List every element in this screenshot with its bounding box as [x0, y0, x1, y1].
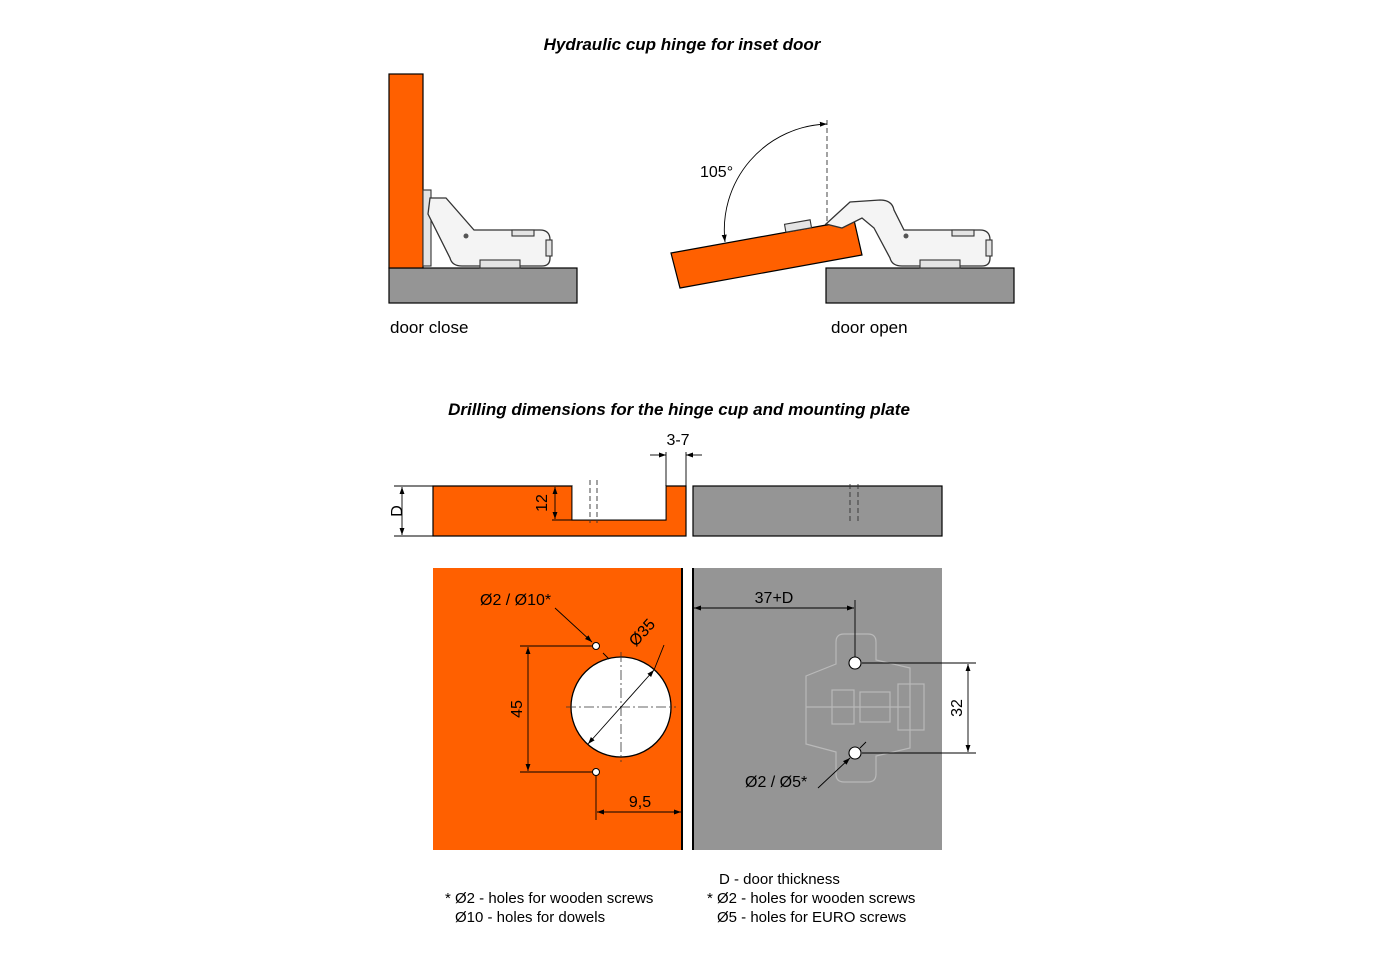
cup-depth-label: 12: [534, 494, 551, 512]
cabinet-section: [692, 485, 943, 537]
plate-hole-bottom: [848, 746, 862, 760]
legend-right-line2: Ø5 - holes for EURO screws: [717, 909, 906, 926]
legend-left-line2: Ø10 - holes for dowels: [455, 909, 605, 926]
legend-right-line1: * Ø2 - holes for wooden screws: [707, 890, 915, 907]
screw-hole-top: [592, 642, 600, 650]
angle-arc: [721, 121, 828, 243]
screw-hole-bottom: [592, 768, 600, 776]
hinge-open: [824, 199, 993, 269]
title-drilling: Drilling dimensions for the hinge cup an…: [448, 400, 910, 419]
caption-door-close: door close: [390, 318, 468, 337]
cup-diameter-line: [587, 669, 655, 745]
angle-label: 105°: [700, 164, 733, 181]
plate-holes-label: Ø2 / Ø5*: [745, 774, 807, 791]
title-hinge: Hydraulic cup hinge for inset door: [544, 35, 822, 54]
cabinet-face: [693, 568, 942, 850]
door-open-illustration: 105° door open: [670, 120, 1015, 337]
door-hole-spacing-label: 45: [509, 700, 526, 718]
plate-offset-label: 37+D: [755, 590, 794, 607]
cabinet-side-open: [825, 267, 1015, 304]
caption-door-open: door open: [831, 318, 908, 337]
legend-door-thickness: D - door thickness: [719, 871, 840, 888]
door-closed-illustration: door close: [388, 73, 578, 337]
legend-left-line1: * Ø2 - holes for wooden screws: [445, 890, 653, 907]
section-view: D 12 3-7: [389, 432, 943, 537]
hinge-closed: [422, 189, 553, 269]
cabinet-face-view: 37+D 32 Ø2 / Ø5*: [692, 568, 976, 850]
door-face-view: Ø35 Ø2 / Ø10* 45 9,5: [433, 568, 683, 850]
gap-label: 3-7: [666, 432, 689, 449]
legend: D - door thickness * Ø2 - holes for wood…: [445, 871, 915, 926]
door-holes-label: Ø2 / Ø10*: [480, 592, 551, 609]
cabinet-side-closed: [388, 267, 578, 304]
plate-hole-top: [848, 656, 862, 670]
mounting-plate-outline: [805, 633, 925, 783]
door-closed: [388, 73, 424, 269]
thickness-label: D: [389, 505, 406, 517]
plate-hole-spacing-label: 32: [949, 699, 966, 717]
edge-offset-label: 9,5: [629, 794, 651, 811]
